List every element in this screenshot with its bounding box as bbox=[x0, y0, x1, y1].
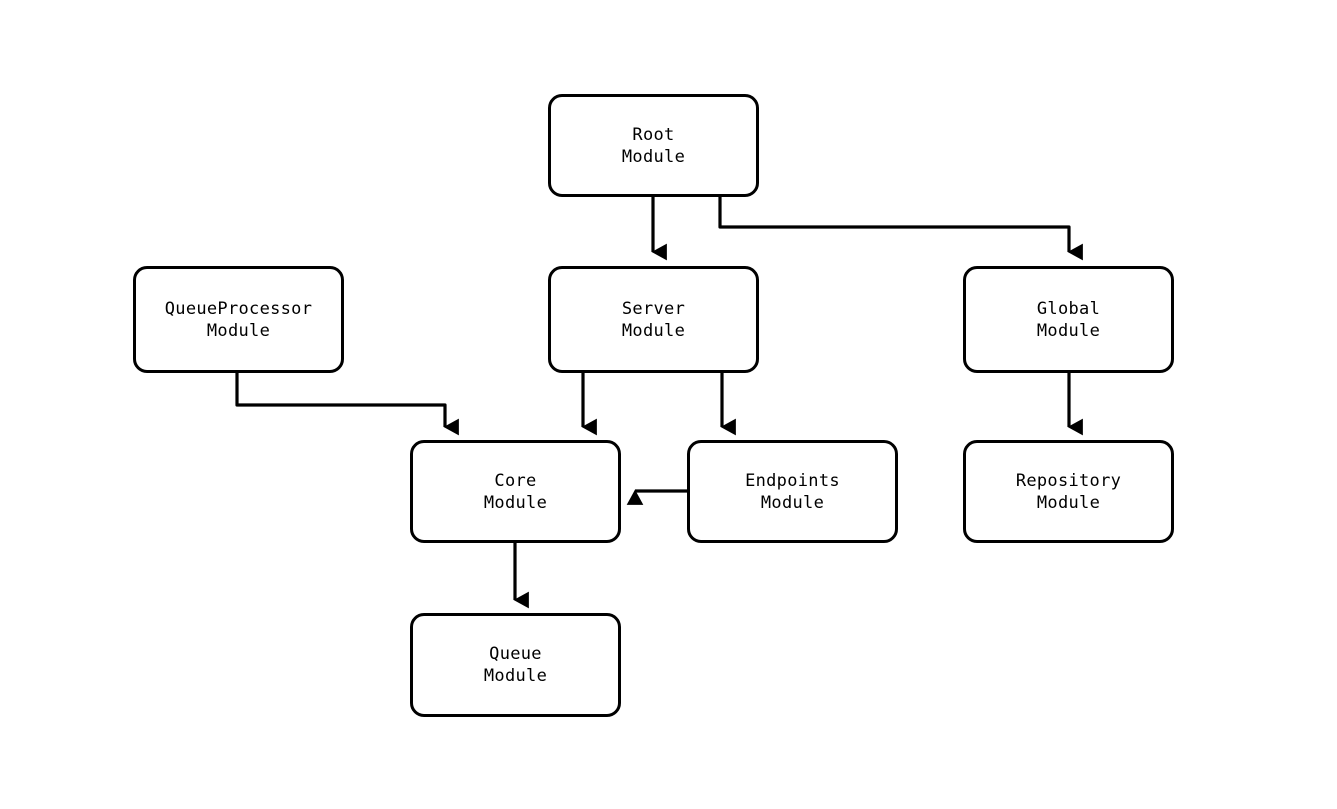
node-label-line1: QueueProcessor bbox=[164, 298, 313, 319]
node-label-line1: Repository bbox=[1015, 470, 1122, 491]
node-label-line2: Module bbox=[1036, 492, 1101, 513]
node-label-line2: Module bbox=[621, 320, 686, 341]
edge-queueprocessor-to-core bbox=[235, 373, 459, 436]
node-label-line2: Module bbox=[206, 320, 271, 341]
edges-group bbox=[235, 197, 1083, 609]
node-label-line1: Core bbox=[494, 470, 537, 491]
edge-root-to-global bbox=[718, 197, 1083, 261]
node-label-line2: Module bbox=[483, 492, 548, 513]
node-label-line2: Module bbox=[1036, 320, 1101, 341]
node-label-line1: Endpoints bbox=[745, 470, 840, 491]
node-label-line1: Global bbox=[1036, 298, 1101, 319]
node-label-line1: Root bbox=[632, 124, 675, 145]
node-label-line2: Module bbox=[621, 146, 686, 167]
node-label-line1: Server bbox=[621, 298, 686, 319]
node-label-line2: Module bbox=[483, 666, 548, 686]
node-label-line2: Module bbox=[760, 492, 825, 513]
node-label-line1: Queue bbox=[489, 644, 542, 664]
